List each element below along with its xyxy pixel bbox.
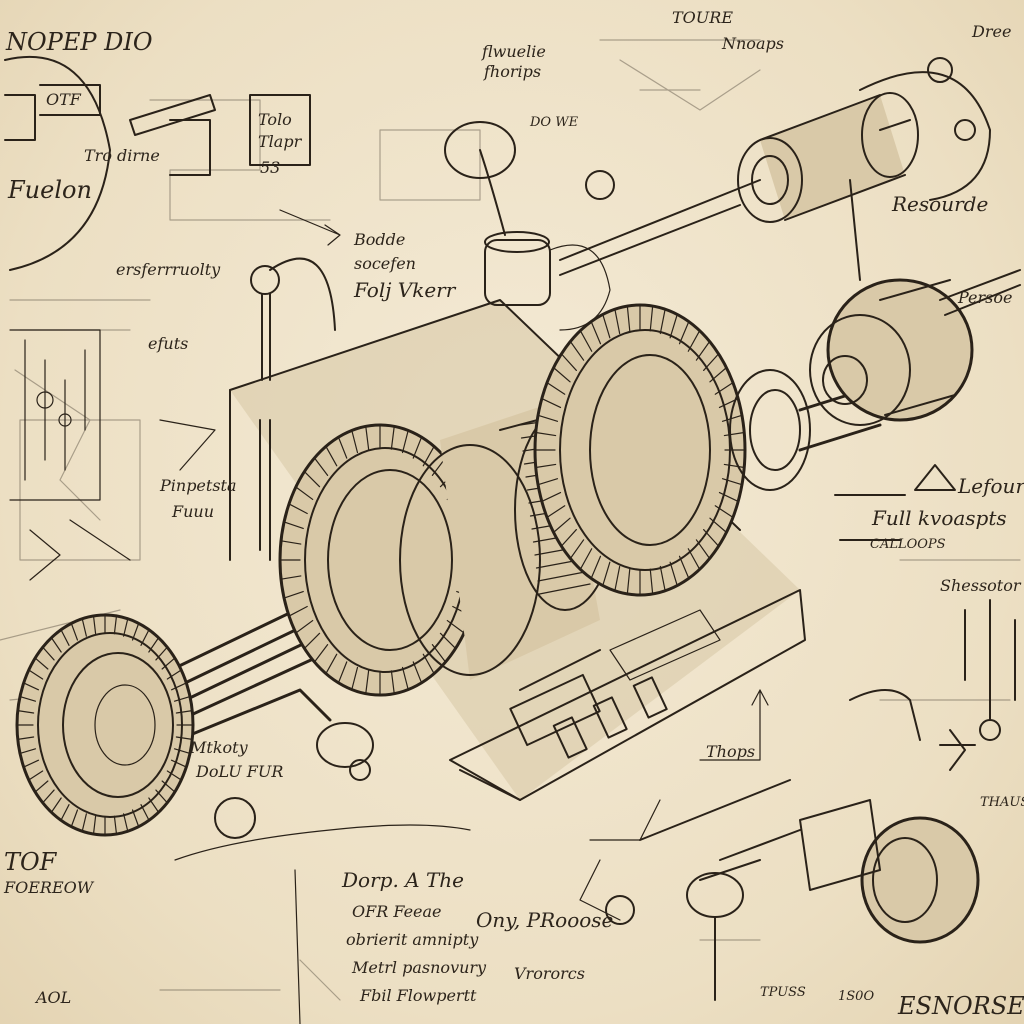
label-right-h: THAUS — [980, 795, 1024, 810]
label-bottom-center-d: obrierit amnipty — [346, 930, 479, 949]
label-bottom-right-c: ESNORSES — [898, 992, 1024, 1020]
top-right-motor — [559, 57, 991, 281]
label-right-f: Shessotor — [940, 576, 1021, 595]
label-bottom-center-a: Dorp. A The — [342, 868, 465, 892]
label-left-a: Tro dirne — [84, 146, 160, 165]
label-left-mid-b: efuts — [148, 334, 189, 353]
label-top-right-corner: Dree — [972, 22, 1012, 41]
label-right-a: Resourde — [892, 192, 989, 216]
bottom-right-pump — [579, 689, 980, 1001]
left-gear-ring — [15, 613, 195, 837]
electrode-post — [250, 257, 336, 551]
label-left-b: Fuelon — [8, 176, 92, 204]
label-bottom-right-b: 1S0O — [838, 989, 875, 1004]
label-left-e: 53 — [260, 158, 281, 177]
rear-stator-ring — [533, 303, 747, 597]
label-bottom-right-a: TPUSS — [760, 985, 806, 1000]
label-left-c: Tolo — [258, 110, 292, 129]
label-right-g: Thops — [706, 742, 756, 761]
label-bottom-left-a: TOF — [4, 848, 57, 876]
label-top-right-title: Nnoaps — [722, 34, 784, 53]
label-box-top-left: OTF — [46, 90, 81, 109]
label-top-center-b: fhorips — [484, 62, 542, 81]
label-bottom-center-f: Vrororcs — [514, 964, 585, 983]
annotation-arrows — [159, 209, 769, 841]
right-motor-cylinder — [809, 269, 1021, 426]
label-bottom-center-g: Fbil Flowpertt — [360, 986, 477, 1005]
label-center-c: Folj Vkerr — [354, 278, 456, 302]
label-right-d: Full kvoaspts — [872, 506, 1007, 530]
label-bottom-center-b: OFR Feeae — [352, 902, 442, 921]
label-center-a: Bodde — [354, 230, 406, 249]
top-left-scribble — [4, 55, 311, 271]
left-circuit-diagram — [9, 329, 131, 581]
label-left-mid-c: Pinpetsta — [160, 476, 237, 495]
label-left-d: Tlapr — [258, 132, 302, 151]
label-left-mid-d: Fuuu — [172, 502, 215, 521]
label-right-e: CALLOOPS — [870, 537, 946, 552]
reservoir-cap — [444, 121, 615, 331]
label-right-b: Persoe — [958, 288, 1013, 307]
label-top-center-a: flwuelie — [482, 42, 546, 61]
front-stator-ring — [278, 423, 482, 697]
label-left-mid-a: ersferrruolty — [116, 260, 221, 279]
label-bottom-left-c: Mtkoty — [190, 738, 248, 757]
label-title-top-left: NOPEP DIO — [6, 28, 153, 56]
rear-coupling — [729, 369, 882, 491]
label-bottom-center-e: Metrl pasnovury — [352, 958, 487, 977]
valve-part — [174, 722, 471, 1024]
label-bottom-left-d: DoLU FUR — [196, 762, 284, 781]
label-center-b: socefen — [354, 254, 416, 273]
label-bottom-center-c: Ony, PRooose — [476, 908, 614, 932]
label-right-c: Lefours — [958, 474, 1024, 498]
label-bottom-left-e: AOL — [36, 988, 72, 1007]
label-top-right: TOURE — [672, 8, 733, 27]
label-bottom-left-b: FOEREOW — [4, 878, 94, 897]
label-top-center-c: DO WE — [530, 115, 579, 130]
right-side-pins — [834, 464, 1016, 771]
